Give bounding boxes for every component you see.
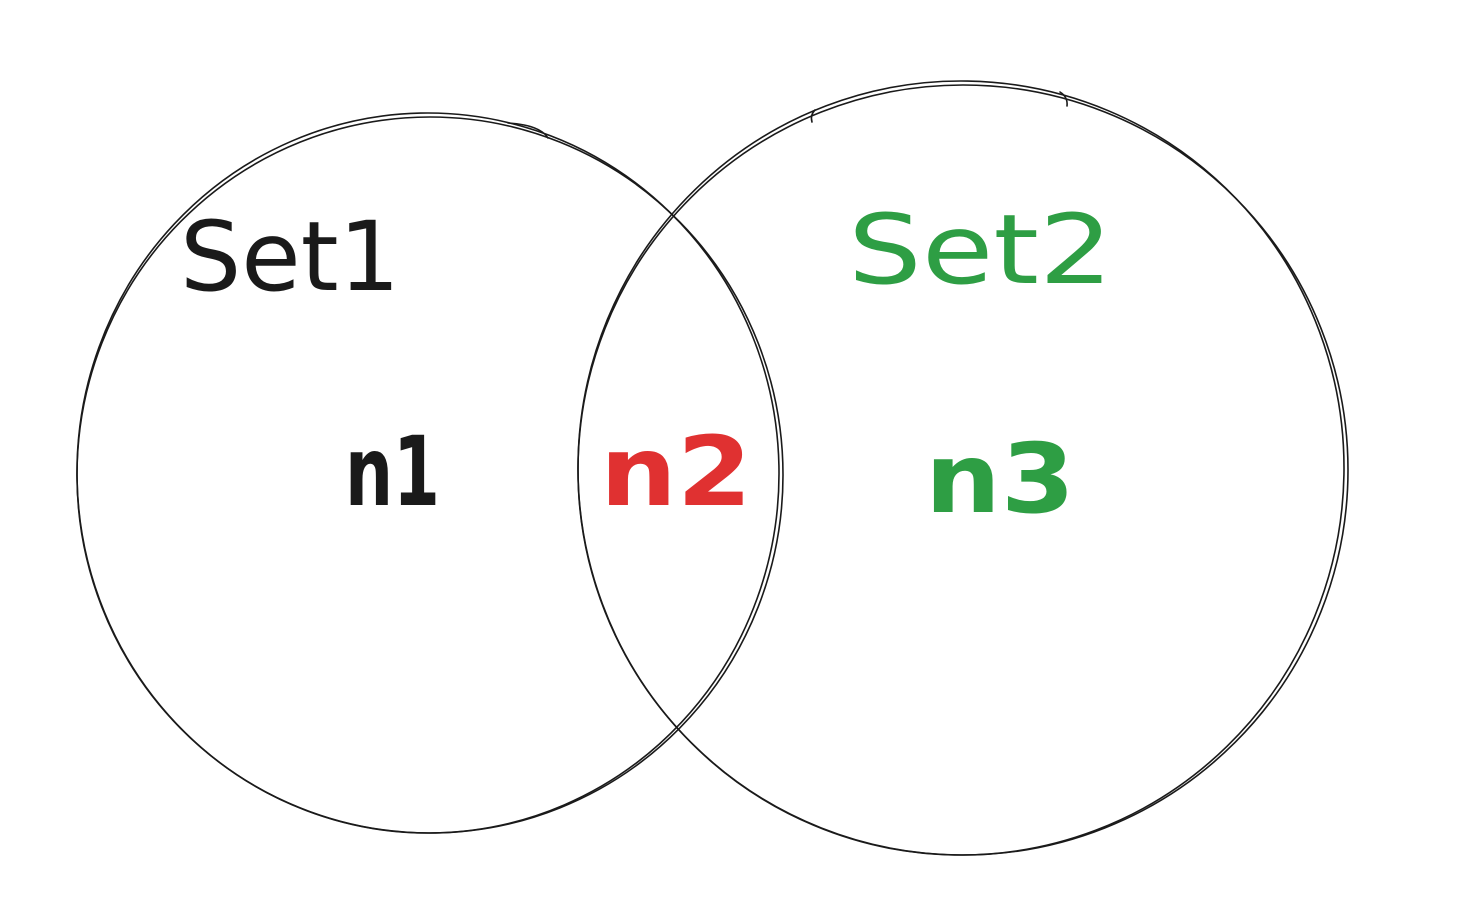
- set2-label: Set2: [848, 194, 1113, 306]
- region-n3-label: n3: [925, 423, 1075, 535]
- region-n1-label: n1: [345, 416, 440, 528]
- set2-circle: [577, 80, 1349, 856]
- region-n2-label: n2: [600, 416, 752, 528]
- set1-label: Set1: [180, 201, 400, 313]
- set1-circle: [76, 112, 784, 834]
